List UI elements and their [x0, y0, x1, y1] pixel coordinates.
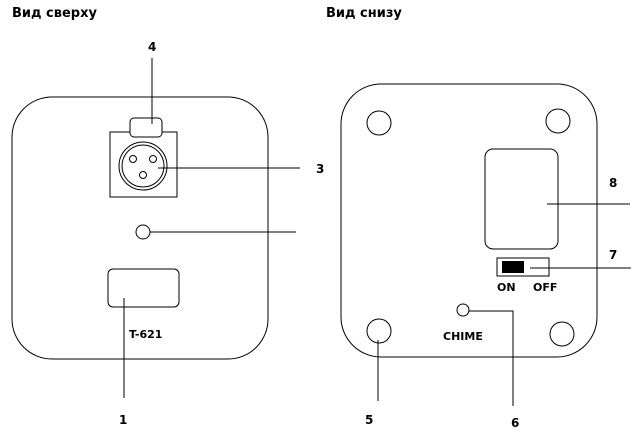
xlr-pin-3 — [139, 171, 147, 179]
callout-5: 5 — [365, 413, 373, 427]
model-label: T-621 — [129, 328, 162, 341]
top-view-title: Вид сверху — [12, 6, 97, 21]
mounting-hole-top-left — [366, 110, 392, 136]
bottom-view-body-outline — [340, 83, 598, 358]
xlr-socket-inner — [121, 144, 165, 188]
power-switch-slider — [502, 261, 524, 273]
top-view: T-621 4 3 1 — [11, 40, 324, 427]
xlr-socket-outer — [118, 141, 168, 191]
bottom-view: ON OFF CHIME 8 7 5 6 — [340, 83, 631, 430]
power-switch — [496, 257, 550, 277]
xlr-latch — [129, 117, 163, 138]
front-button — [107, 268, 180, 308]
switch-off-label: OFF — [533, 281, 557, 294]
chime-hole — [456, 303, 470, 317]
callout-4: 4 — [148, 40, 156, 54]
indicator-hole — [135, 224, 151, 240]
callout-7: 7 — [609, 248, 617, 262]
mounting-hole-top-right — [545, 108, 571, 134]
mounting-hole-bottom-right — [549, 321, 575, 347]
callout-1: 1 — [119, 413, 127, 427]
callout-6: 6 — [511, 416, 519, 430]
callout-line-6 — [469, 310, 514, 406]
bottom-view-title: Вид снизу — [326, 6, 402, 21]
xlr-pin-2 — [149, 155, 157, 163]
mounting-hole-bottom-left — [366, 318, 392, 344]
battery-compartment — [484, 148, 559, 250]
xlr-connector — [109, 117, 178, 198]
switch-on-label: ON — [497, 281, 516, 294]
callout-8: 8 — [609, 176, 617, 190]
top-view-body-outline — [11, 96, 269, 360]
xlr-pin-1 — [129, 155, 137, 163]
chime-label: CHIME — [443, 330, 483, 343]
callout-3: 3 — [316, 162, 324, 176]
